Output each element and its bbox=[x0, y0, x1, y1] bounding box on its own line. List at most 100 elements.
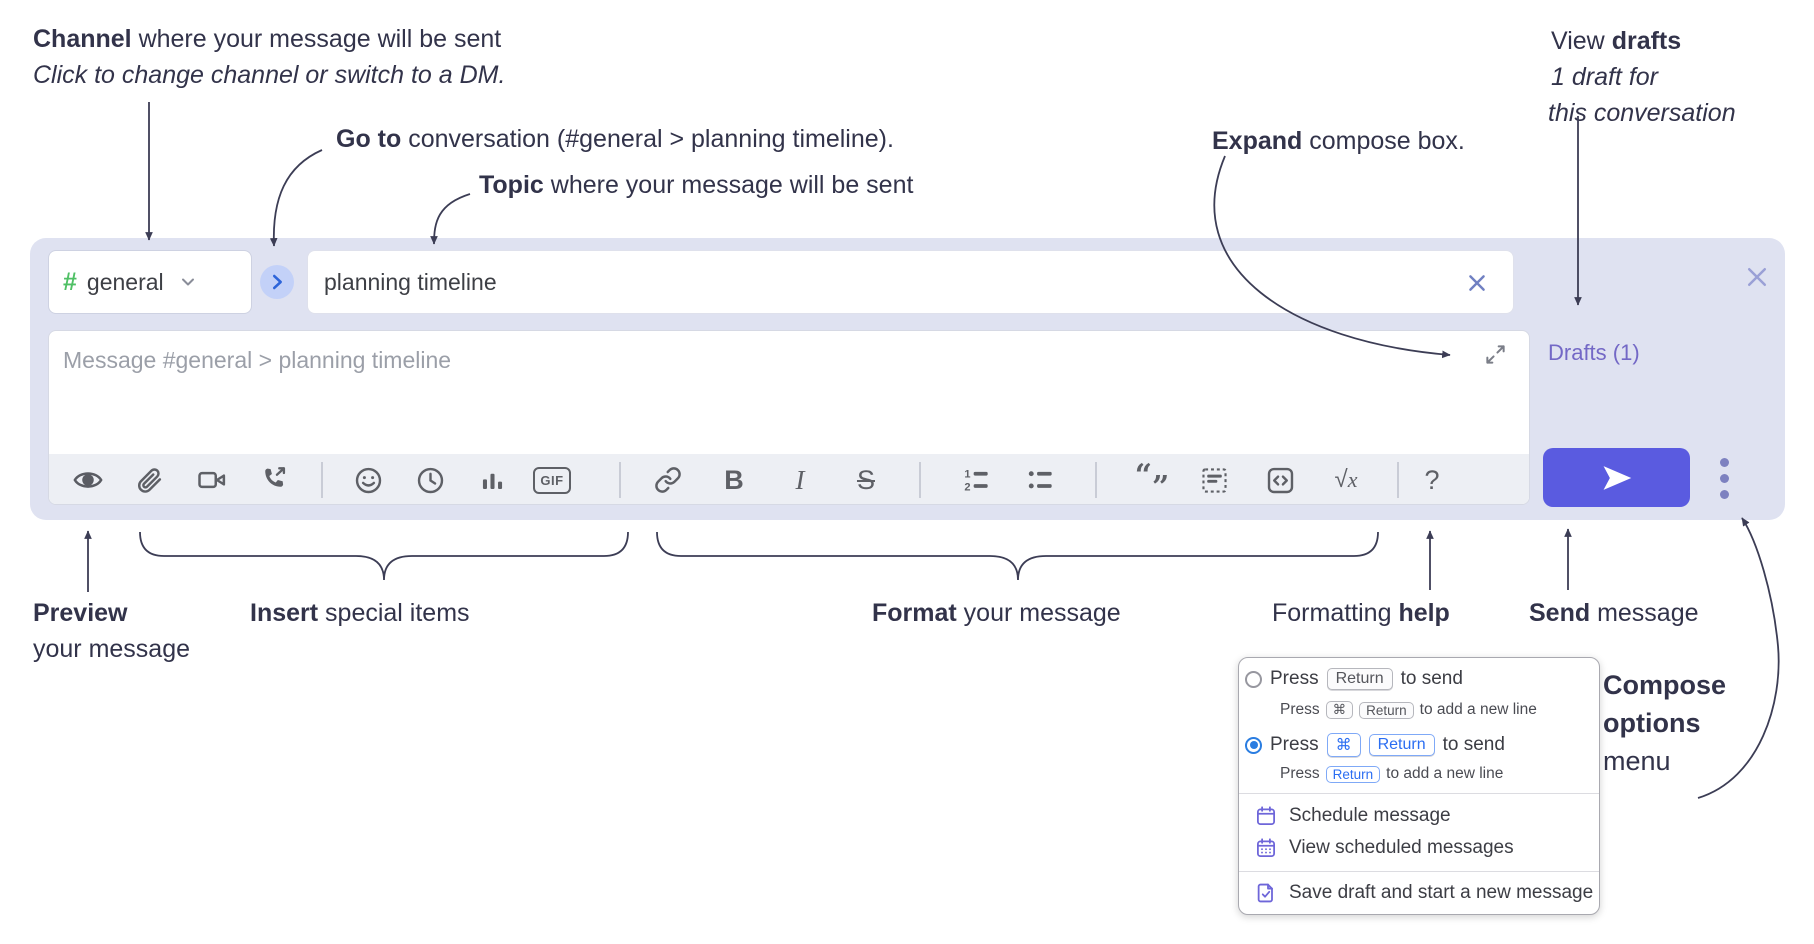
channel-selector[interactable]: # general bbox=[48, 250, 252, 314]
code-button[interactable] bbox=[1256, 455, 1304, 505]
annotation-expand: Expand compose box. bbox=[1212, 124, 1465, 158]
chevron-right-icon bbox=[272, 274, 282, 290]
chevron-down-icon bbox=[178, 272, 198, 292]
annotation-options-line2: options bbox=[1603, 708, 1701, 738]
spoiler-icon bbox=[1201, 467, 1227, 493]
annotation-insert: Insert special items bbox=[250, 599, 470, 627]
annotation-expand-bold: Expand bbox=[1212, 127, 1303, 155]
paperclip-icon bbox=[138, 468, 162, 493]
cmd-key: ⌘ bbox=[1325, 701, 1354, 719]
compose-toolbar bbox=[49, 454, 1529, 504]
attach-file-button[interactable] bbox=[126, 455, 174, 505]
message-input[interactable] bbox=[49, 331, 1529, 454]
strikethrough-button[interactable]: S bbox=[842, 455, 890, 505]
option-cmd-enter-sends-sub: Press Return to add a new line bbox=[1280, 765, 1504, 783]
annotation-channel-bold: Channel bbox=[33, 25, 132, 53]
toolbar-divider bbox=[919, 462, 921, 498]
add-global-time-button[interactable] bbox=[406, 455, 454, 505]
quote-button[interactable]: “” bbox=[1128, 455, 1176, 505]
voice-call-button[interactable] bbox=[250, 455, 298, 505]
annotation-drafts-bold: drafts bbox=[1611, 27, 1682, 55]
bold-icon: B bbox=[724, 464, 744, 495]
annotation-drafts-pre: View bbox=[1551, 27, 1612, 55]
toolbar-divider bbox=[321, 462, 323, 498]
annotation-topic-bold: Topic bbox=[479, 171, 544, 199]
bulleted-list-icon bbox=[1028, 471, 1052, 489]
annotation-help: Formatting help bbox=[1272, 599, 1450, 627]
annotation-send: Send message bbox=[1529, 599, 1699, 627]
bar-chart-icon bbox=[482, 473, 502, 489]
menu-item-save-draft[interactable]: Save draft and start a new message bbox=[1256, 882, 1593, 904]
emoji-button[interactable] bbox=[344, 455, 392, 505]
annotation-channel-line2: Click to change channel or switch to a D… bbox=[33, 61, 506, 89]
annotation-drafts: View drafts bbox=[1551, 24, 1681, 58]
link-button[interactable] bbox=[644, 455, 692, 505]
video-call-button[interactable] bbox=[188, 455, 236, 505]
clear-topic-button[interactable] bbox=[1464, 270, 1490, 296]
svg-text:1: 1 bbox=[964, 469, 970, 481]
preview-button[interactable] bbox=[64, 455, 112, 505]
option-enter-sends-sub: Press ⌘ Return to add a new line bbox=[1280, 701, 1537, 719]
annotation-goto-rest: conversation (#general > planning timeli… bbox=[401, 125, 894, 153]
close-compose-button[interactable] bbox=[1742, 262, 1772, 292]
add-poll-button[interactable] bbox=[468, 455, 516, 505]
svg-text:2: 2 bbox=[964, 482, 970, 494]
question-mark-icon: ? bbox=[1424, 464, 1440, 495]
annotation-channel-rest: where your message will be sent bbox=[131, 25, 502, 53]
drafts-link[interactable]: Drafts (1) bbox=[1548, 340, 1640, 365]
annotation-goto-bold: Go to bbox=[336, 125, 402, 153]
menu-divider bbox=[1239, 871, 1599, 872]
options-arrow bbox=[1697, 517, 1780, 799]
format-brace bbox=[656, 531, 1379, 581]
link-icon bbox=[655, 467, 681, 493]
annotation-preview-line2: your message bbox=[33, 635, 191, 663]
italic-button[interactable]: I bbox=[776, 455, 824, 505]
bulleted-list-button[interactable] bbox=[1016, 455, 1064, 505]
radio-unchecked-icon[interactable] bbox=[1245, 670, 1262, 688]
channel-hash-icon: # bbox=[63, 267, 77, 296]
message-formatting-help-button[interactable]: ? bbox=[1408, 455, 1456, 505]
math-button[interactable]: √x bbox=[1322, 455, 1370, 505]
annotation-preview: Preview bbox=[33, 599, 128, 627]
topic-input[interactable] bbox=[307, 250, 1514, 314]
menu-item-schedule-message[interactable]: Schedule message bbox=[1256, 805, 1451, 827]
goto-arrow bbox=[269, 149, 323, 247]
bold-button[interactable]: B bbox=[710, 455, 758, 505]
calendar-icon bbox=[1256, 806, 1275, 826]
add-gif-button[interactable]: GIF bbox=[528, 455, 576, 505]
menu-divider bbox=[1239, 793, 1599, 794]
annotation-drafts-line2: 1 draft for bbox=[1551, 63, 1658, 91]
annotation-expand-rest: compose box. bbox=[1302, 127, 1465, 155]
gif-icon: GIF bbox=[533, 466, 571, 494]
video-camera-icon bbox=[198, 471, 226, 489]
expand-compose-icon[interactable] bbox=[1484, 343, 1507, 371]
channel-name: general bbox=[86, 268, 164, 295]
spoiler-button[interactable] bbox=[1190, 455, 1238, 505]
menu-item-view-scheduled[interactable]: View scheduled messages bbox=[1256, 837, 1514, 859]
option-cmd-enter-sends[interactable]: Press ⌘ Return to send bbox=[1245, 733, 1505, 757]
send-button[interactable] bbox=[1543, 448, 1690, 507]
toolbar-divider bbox=[619, 462, 621, 498]
close-icon bbox=[1469, 275, 1485, 291]
return-key: Return bbox=[1326, 668, 1393, 690]
topic-arrow bbox=[430, 193, 471, 245]
annotation-topic-rest: where your message will be sent bbox=[543, 171, 914, 199]
annotation-format: Format your message bbox=[872, 599, 1121, 627]
phone-call-icon bbox=[265, 467, 286, 487]
cmd-key: ⌘ bbox=[1326, 733, 1361, 757]
radio-checked-icon[interactable] bbox=[1245, 736, 1262, 754]
numbered-list-icon: 12 bbox=[964, 469, 988, 494]
go-to-conversation-button[interactable] bbox=[260, 265, 294, 299]
annotation-goto: Go to conversation (#general > planning … bbox=[336, 122, 894, 156]
compose-options-button[interactable] bbox=[1710, 452, 1738, 504]
compose-options-menu bbox=[1238, 657, 1600, 915]
insert-brace bbox=[139, 531, 629, 581]
send-icon bbox=[1603, 465, 1631, 490]
option-enter-sends[interactable]: Press Return to send bbox=[1245, 668, 1463, 690]
annotation-drafts-line3: this conversation bbox=[1548, 99, 1736, 127]
return-key: Return bbox=[1368, 734, 1435, 756]
calendar-dots-icon bbox=[1256, 838, 1275, 858]
strikethrough-icon: S bbox=[856, 464, 875, 495]
ellipsis-icon bbox=[1719, 457, 1729, 467]
